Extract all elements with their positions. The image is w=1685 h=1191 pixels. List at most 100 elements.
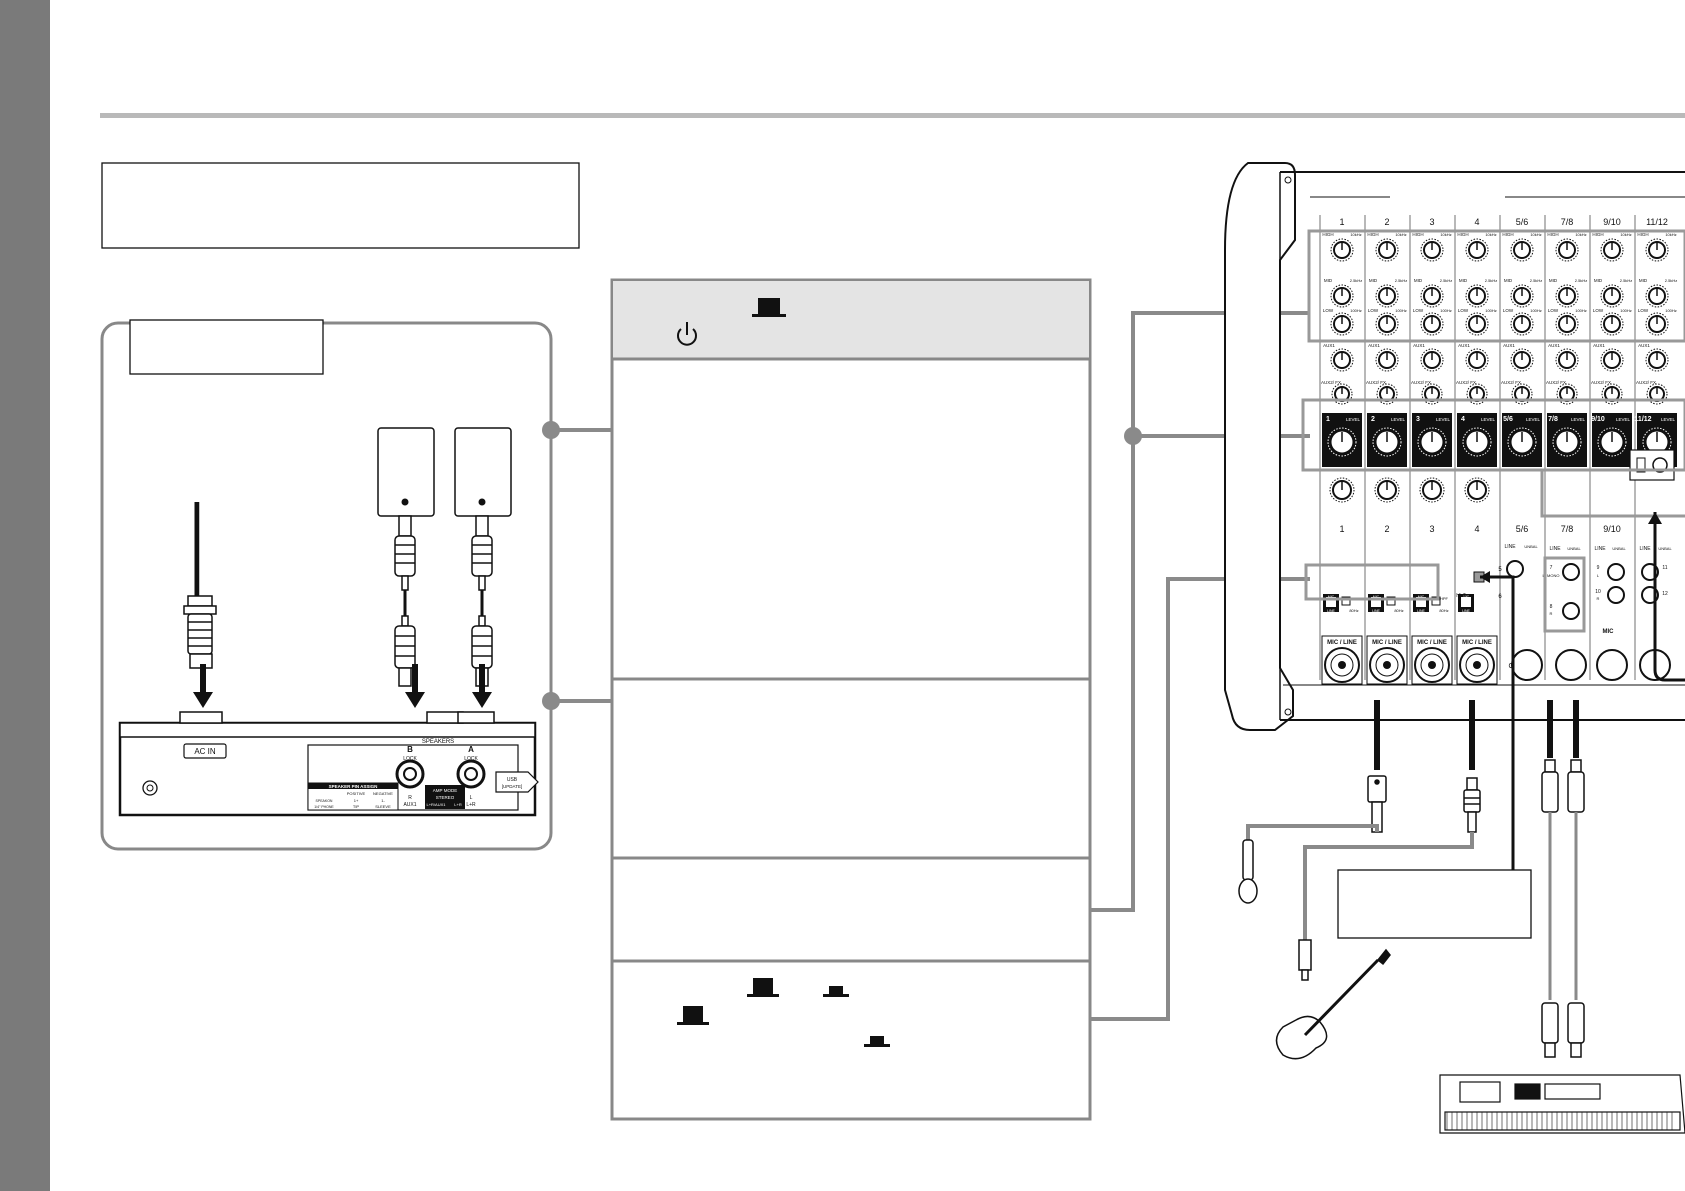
eq-low-freq: 100Hz: [1530, 308, 1542, 313]
eq-mid-freq: 2.5kHz: [1665, 278, 1677, 283]
line-label: LINE: [1417, 609, 1425, 613]
xlr-combo-center: [1338, 661, 1346, 669]
amp-mode-option: L+R: [454, 802, 462, 807]
eq-low-label: LOW: [1413, 308, 1424, 313]
line-jack[interactable]: [1562, 602, 1580, 620]
pin-assign-title: SPEAKER PIN ASSIGN: [329, 784, 378, 789]
ch910-label: 10: [1595, 589, 1601, 595]
aux1-label: AUX1: [1593, 343, 1605, 348]
eq-low-label: LOW: [1593, 308, 1604, 313]
jack-a-sub-2: L+R: [466, 802, 476, 808]
mic-label: MIC: [1373, 595, 1380, 599]
channel-header: 1: [1339, 217, 1344, 227]
input-channel-number: 9/10: [1603, 524, 1621, 534]
eq-low-freq: 100Hz: [1440, 308, 1452, 313]
jack-b-label: B: [407, 745, 413, 754]
hpf-freq-label: 80Hz: [1394, 608, 1403, 613]
aux2-fx-label: AUX2/ FX: [1456, 380, 1476, 385]
xlr-jack[interactable]: [1555, 649, 1587, 681]
line-badge: LINE: [1594, 546, 1606, 552]
button-pressed-icon: [747, 978, 779, 997]
level-channel-label: 9/10: [1591, 416, 1605, 423]
xlr-label: MIC / LINE: [1372, 640, 1402, 646]
hpf-switch[interactable]: [1431, 596, 1441, 606]
aux2-fx-label: AUX2/ FX: [1411, 380, 1431, 385]
ac-in-label: AC IN: [194, 747, 216, 756]
level-channel-label: 2: [1371, 416, 1375, 423]
line-jack[interactable]: [1607, 563, 1625, 581]
pin-row-type: 1/4" PHONE: [314, 805, 334, 809]
aux1-label: AUX1: [1503, 343, 1515, 348]
hpf-switch[interactable]: [1341, 596, 1351, 606]
eq-mid-freq: 2.5kHz: [1530, 278, 1542, 283]
xlr-combo-center: [1383, 661, 1391, 669]
aux1-label: AUX1: [1548, 343, 1560, 348]
input-channel-number: 1: [1339, 524, 1344, 534]
xlr-label: MIC / LINE: [1417, 640, 1447, 646]
jack-b-sub-2: AUX1: [403, 802, 416, 808]
pin-row-positive: TIP: [353, 804, 360, 809]
eq-high-label: HIGH: [1457, 232, 1468, 237]
note-box: [101, 162, 580, 249]
eq-low-freq: 100Hz: [1620, 308, 1632, 313]
level-channel-label: 11/12: [1634, 416, 1651, 423]
eq-low-label: LOW: [1323, 308, 1334, 313]
line-label: LINE: [1372, 609, 1380, 613]
eq-mid-freq: 2.5kHz: [1575, 278, 1587, 283]
usb-label: USB: [507, 777, 518, 783]
channel-header: 3: [1429, 217, 1434, 227]
c-label: C: [1508, 663, 1513, 670]
speaker-left: [377, 427, 435, 517]
input-channel-number: 5/6: [1516, 524, 1529, 534]
level-channel-label: 4: [1461, 416, 1465, 423]
ch1112-label: 11: [1662, 565, 1667, 571]
eq-high-freq: 10kHz: [1350, 232, 1361, 237]
mic-label: MIC: [1328, 595, 1335, 599]
line-jack[interactable]: [1607, 586, 1625, 604]
jack-b-sub-1: R: [408, 795, 412, 801]
ch910-label: R: [1597, 596, 1600, 601]
line-label: LINE: [1327, 609, 1335, 613]
jack-a-sub-1: L: [470, 795, 473, 801]
xlr-label: MIC / LINE: [1327, 640, 1357, 646]
level-word: LEVEL: [1526, 417, 1541, 422]
pin-row-negative: SLEEVE: [375, 804, 391, 809]
hi-z-label: Hi-Z: [1456, 593, 1465, 599]
pin-header-negative: NEGATIVE: [373, 791, 393, 796]
eq-low-label: LOW: [1368, 308, 1379, 313]
usb-port[interactable]: [495, 771, 539, 793]
power-cord: [183, 502, 217, 669]
xlr-jack[interactable]: [1596, 649, 1628, 681]
pin-header-positive: POSITIVE: [347, 791, 366, 796]
mic-label: MIC: [1418, 595, 1425, 599]
hpf-switch[interactable]: [1386, 596, 1396, 606]
mic-plug: [1367, 700, 1387, 833]
xlr-jack[interactable]: [1511, 649, 1543, 681]
eq-high-label: HIGH: [1547, 232, 1558, 237]
button-released-icon: [823, 986, 849, 997]
mic-label: MIC: [1463, 595, 1470, 599]
level-scale: [1552, 427, 1582, 457]
input-channel-number: 2: [1384, 524, 1389, 534]
mixer-switch[interactable]: [1636, 457, 1646, 473]
line-jack[interactable]: [1562, 563, 1580, 581]
rear-panel-caption-box: [129, 319, 324, 375]
level-word: LEVEL: [1571, 417, 1586, 422]
eq-high-freq: 10kHz: [1485, 232, 1496, 237]
aux1-label: AUX1: [1638, 343, 1650, 348]
usb-side-cable: [1653, 512, 1685, 682]
amp-mode-title: AMP MODE: [433, 788, 457, 793]
level-scale: [1417, 427, 1447, 457]
level-channel-label: 7/8: [1548, 416, 1558, 423]
eq-low-freq: 100Hz: [1485, 308, 1497, 313]
eq-mid-label: MID: [1369, 278, 1378, 283]
xlr-panel: [1321, 635, 1363, 685]
eq-mid-freq: 2.5kHz: [1485, 278, 1497, 283]
line-jack[interactable]: [1506, 560, 1524, 578]
level-word: LEVEL: [1616, 417, 1631, 422]
xlr-combo-center: [1428, 661, 1436, 669]
mic-line-switch-face: [1416, 597, 1426, 607]
guitar-cable: [1303, 832, 1474, 940]
hpf-freq-label: 80Hz: [1349, 608, 1358, 613]
